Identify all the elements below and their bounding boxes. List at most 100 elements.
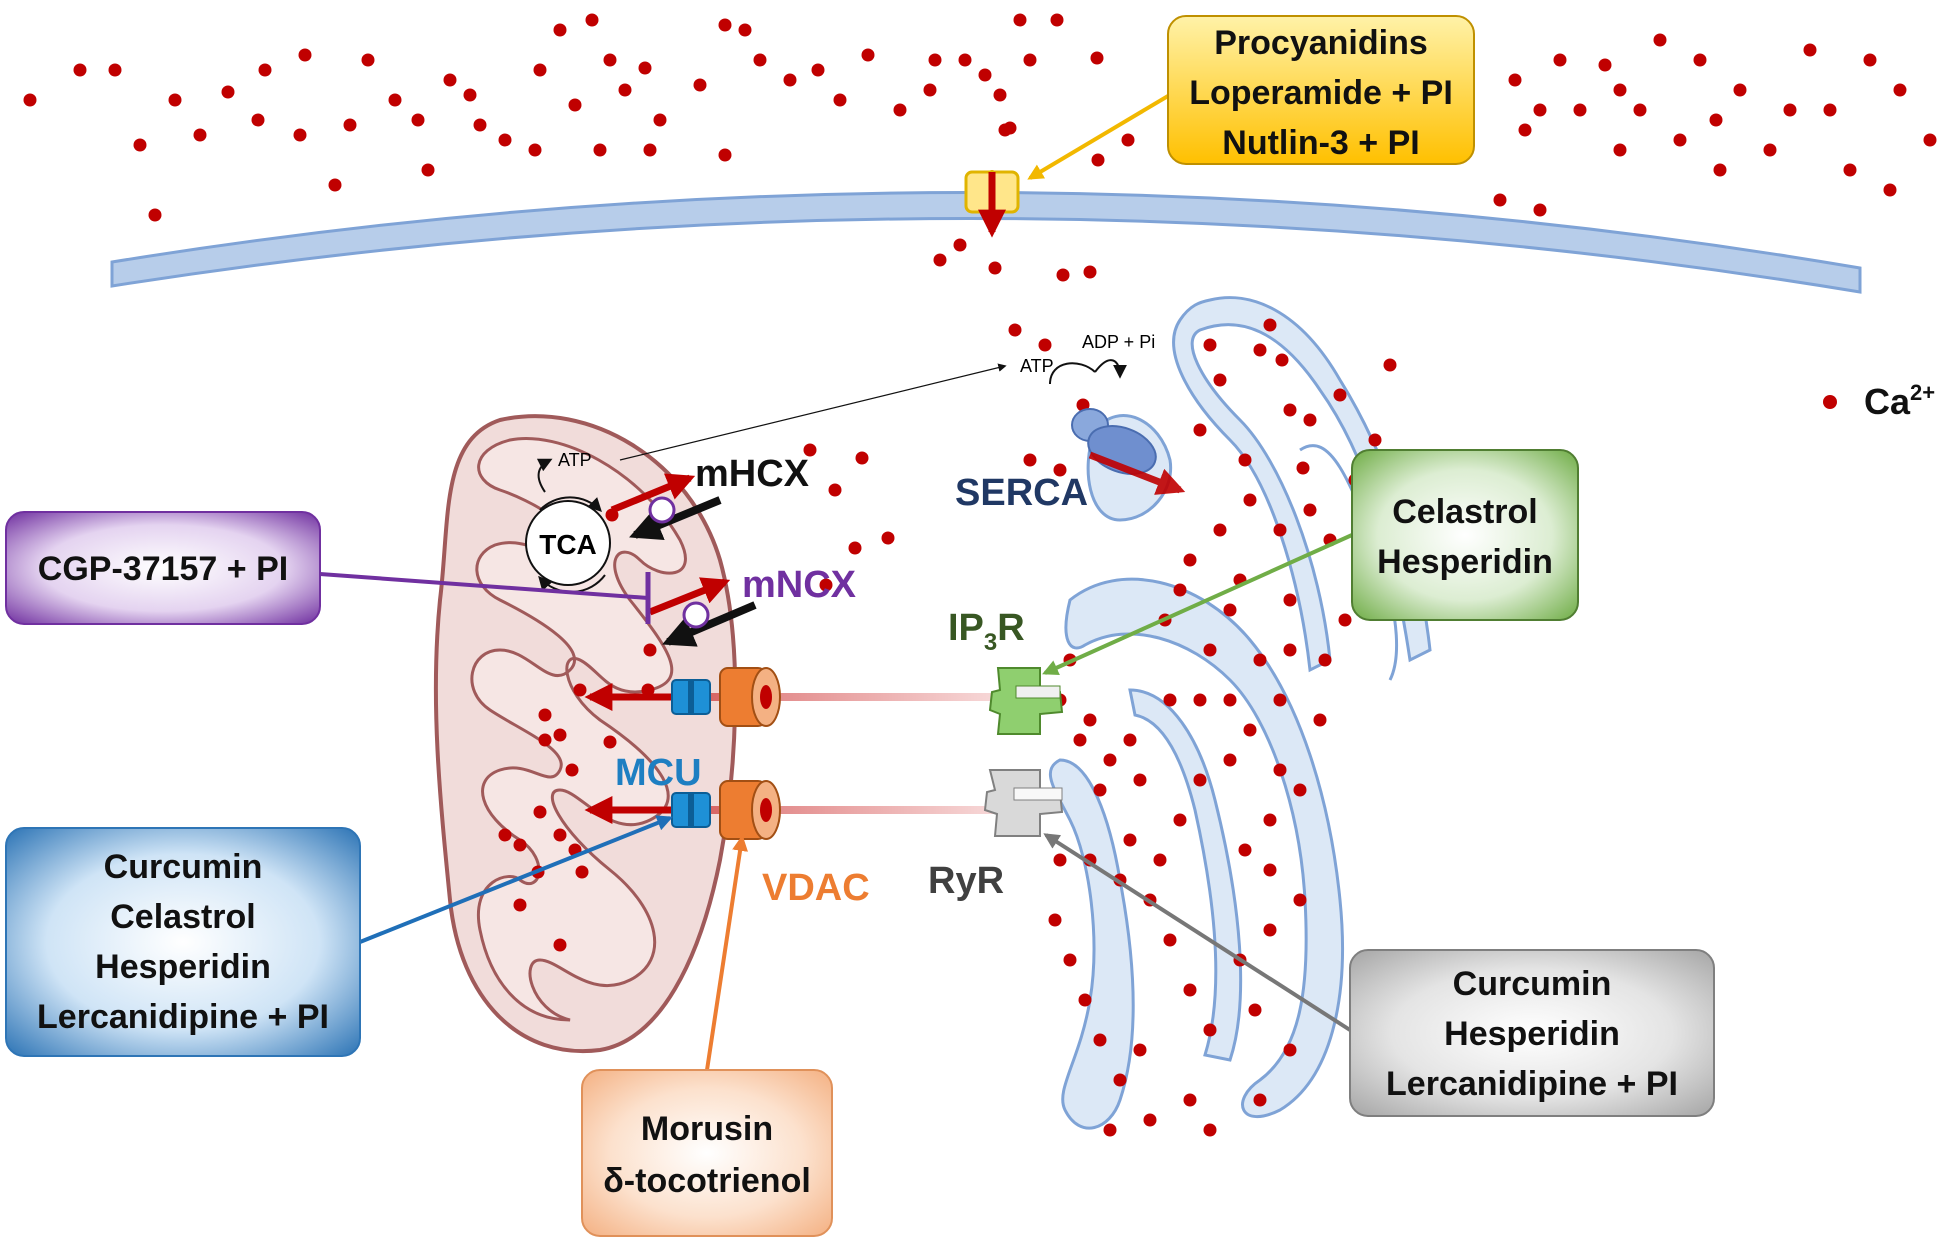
calcium-ion [1223, 753, 1237, 767]
inhibitor-mncx [319, 572, 651, 624]
calcium-ion [603, 735, 617, 749]
calcium-ion [1275, 353, 1289, 367]
drug-ryr-3: Lercanidipine + PI [1386, 1065, 1678, 1103]
calcium-ion [1038, 338, 1052, 352]
calcium-ion [1253, 343, 1267, 357]
calcium-ion [1223, 603, 1237, 617]
calcium-ion [1243, 723, 1257, 737]
calcium-ion [1023, 453, 1037, 467]
calcium-ion [328, 178, 342, 192]
calcium-ion [1508, 73, 1522, 87]
calcium-ion [1063, 953, 1077, 967]
tca-cycle: TCA ATP [525, 450, 611, 593]
calcium-legend-dot [1823, 395, 1837, 409]
calcium-ion [1296, 461, 1310, 475]
drug-plasma-2: Loperamide + PI [1189, 74, 1453, 112]
calcium-ion [848, 541, 862, 555]
drug-ip3r-1: Celastrol [1392, 493, 1538, 531]
calcium-ions-intracellular [498, 238, 1397, 1137]
calcium-ion [1153, 853, 1167, 867]
calcium-ion [513, 898, 527, 912]
calcium-ion [533, 63, 547, 77]
calcium-ion [533, 805, 547, 819]
calcium-ion [293, 128, 307, 142]
calcium-ion [528, 143, 542, 157]
calcium-ion [1121, 133, 1135, 147]
calcium-ion [251, 113, 265, 127]
drug-box-vdac: Morusin δ-tocotrienol [581, 1069, 833, 1237]
calcium-ion [1173, 813, 1187, 827]
calcium-ion [1923, 133, 1937, 147]
drug-box-ip3r: Celastrol Hesperidin [1351, 449, 1579, 621]
calcium-ion [23, 93, 37, 107]
calcium-ion [1213, 523, 1227, 537]
calcium-ion [1493, 193, 1507, 207]
calcium-ion [1248, 1003, 1262, 1017]
mhcx-label: mHCX [695, 453, 810, 495]
calcium-ion [893, 103, 907, 117]
calcium-ion [638, 61, 652, 75]
calcium-ion [653, 113, 667, 127]
calcium-ion [1008, 323, 1022, 337]
calcium-ion [643, 643, 657, 657]
calcium-ion [1283, 403, 1297, 417]
calcium-ion [585, 13, 599, 27]
ip3r-receptor [988, 667, 1064, 735]
calcium-ion [958, 53, 972, 67]
calcium-ion [553, 938, 567, 952]
calcium-ion [978, 68, 992, 82]
calcium-ion [133, 138, 147, 152]
calcium-ion [443, 73, 457, 87]
calcium-ion [603, 53, 617, 67]
calcium-ion [148, 208, 162, 222]
calcium-ion [168, 93, 182, 107]
calcium-ion [1843, 163, 1857, 177]
drug-plasma-1: Procyanidins [1214, 24, 1428, 62]
calcium-ion [1183, 1093, 1197, 1107]
calcium-ion [1213, 373, 1227, 387]
calcium-ion [1103, 753, 1117, 767]
mitochondrion [433, 414, 738, 1054]
legend: Ca2+ [1823, 380, 1935, 422]
calcium-ion [833, 93, 847, 107]
ip3r-label: IP3R [948, 607, 1025, 656]
calcium-ion [1368, 433, 1382, 447]
calcium-ion [1273, 693, 1287, 707]
drug-box-mncx: CGP-37157 + PI [5, 511, 321, 625]
calcium-ion [1633, 103, 1647, 117]
mcu-label: MCU [615, 752, 702, 794]
calcium-ion [923, 83, 937, 97]
serca-pump: ATP ADP + Pi [1020, 332, 1186, 495]
calcium-ion [1013, 13, 1027, 27]
calcium-ion [1383, 358, 1397, 372]
calcium-ion [1083, 713, 1097, 727]
calcium-ion [1883, 183, 1897, 197]
calcium-ion [1763, 143, 1777, 157]
pointer-mcu [359, 815, 673, 944]
calcium-ion [1293, 783, 1307, 797]
calcium-ion [803, 443, 817, 457]
calcium-ion [1203, 1023, 1217, 1037]
calcium-ion [1223, 693, 1237, 707]
calcium-ion [1613, 83, 1627, 97]
calcium-ion [1163, 933, 1177, 947]
calcium-ion [553, 728, 567, 742]
calcium-ion [643, 143, 657, 157]
calcium-ion [411, 113, 425, 127]
calcium-ion [881, 531, 895, 545]
calcium-ion [1263, 813, 1277, 827]
drug-ip3r-2: Hesperidin [1377, 543, 1553, 581]
calcium-ion [933, 253, 947, 267]
calcium-ion [1183, 983, 1197, 997]
calcium-ion [1263, 318, 1277, 332]
calcium-ion [1263, 923, 1277, 937]
calcium-ion [298, 48, 312, 62]
calcium-ion [718, 148, 732, 162]
drug-mcu-1: Curcumin [104, 848, 263, 886]
calcium-ion [388, 93, 402, 107]
calcium-ion [1173, 583, 1187, 597]
calcium-ion [1653, 33, 1667, 47]
calcium-ion [1318, 653, 1332, 667]
calcium-ion [1083, 265, 1097, 279]
ryr-label: RyR [928, 860, 1004, 902]
